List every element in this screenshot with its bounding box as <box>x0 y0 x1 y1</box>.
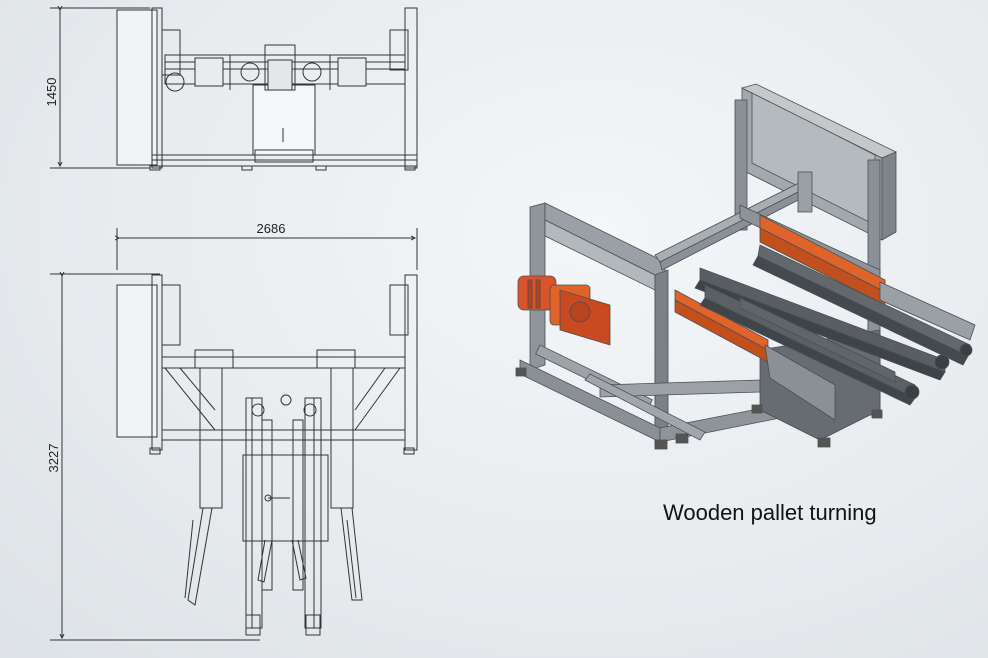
plan-view <box>50 228 418 641</box>
diagram-caption: Wooden pallet turning <box>663 500 877 525</box>
isometric-machine-render <box>515 83 976 450</box>
dimension-label-2686: 2686 <box>257 221 286 236</box>
dimension-label-1450: 1450 <box>44 78 59 107</box>
dimension-label-3227: 3227 <box>46 444 61 473</box>
front-elevation-view <box>50 8 418 171</box>
